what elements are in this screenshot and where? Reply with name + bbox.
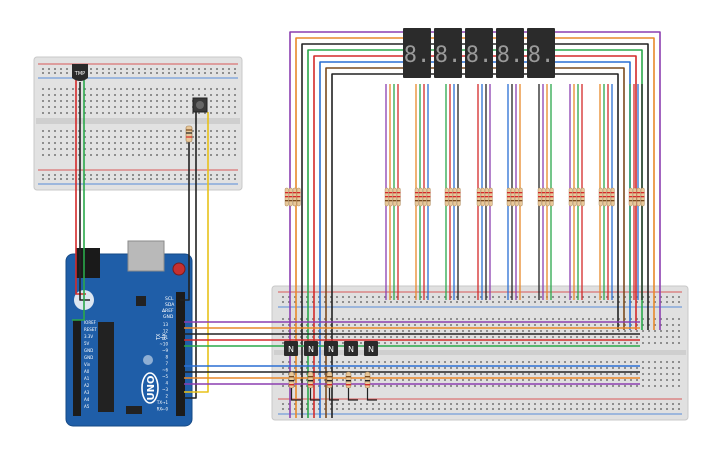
power-pin-label: GND <box>84 348 93 353</box>
digital-pin-label: ~11 <box>160 335 169 340</box>
pushbutton[interactable] <box>192 97 208 113</box>
power-pin-label: GND <box>84 355 93 360</box>
wire <box>72 78 85 321</box>
power-header <box>73 320 81 416</box>
digital-header <box>176 292 185 416</box>
small-breadboard <box>33 56 243 191</box>
base-wire <box>347 388 358 401</box>
wire <box>75 78 86 295</box>
segment-resistors <box>284 187 645 207</box>
display-digit: 8. <box>435 43 462 68</box>
arduino-board: UNO TX RX L SCL SDA AREF GND 1312~11~10~… <box>65 240 193 427</box>
tx-label: TX <box>156 333 162 341</box>
seven-segment-display <box>434 28 462 78</box>
seven-segment-display <box>527 28 555 78</box>
wire <box>184 112 209 393</box>
digital-pin-label: RX←0 <box>157 407 169 412</box>
wires <box>72 31 661 418</box>
base-wire <box>290 388 301 401</box>
transistor-label: N <box>308 345 314 354</box>
digital-pin-label: ~5 <box>162 374 168 379</box>
small-breadboard-holes <box>42 68 236 180</box>
power-pin-label: A4 <box>84 397 90 402</box>
display-digit: 8. <box>528 43 555 68</box>
transistor <box>364 341 378 356</box>
pulldown-resistor <box>185 125 193 143</box>
l-label: L <box>162 309 168 312</box>
base-wire <box>366 388 377 401</box>
power-pin-label: IOREF <box>84 320 97 325</box>
seven-segment-displays: 8.8.8.8.8. <box>403 28 555 78</box>
wire <box>79 82 90 301</box>
seven-segment-display <box>465 28 493 78</box>
transistor-label: N <box>348 345 354 354</box>
digital-pin-label: ~10 <box>160 342 169 347</box>
sda-label: SDA <box>165 302 175 308</box>
digital-pin-label: 7 <box>165 361 168 366</box>
transistor <box>304 341 318 356</box>
base-wire <box>309 388 320 401</box>
power-pin-label: A5 <box>84 404 90 409</box>
gnd-label: GND <box>163 314 174 320</box>
power-pin-label: RESET <box>84 327 97 332</box>
transistor-label: N <box>368 345 374 354</box>
power-pin-label: A1 <box>84 376 90 381</box>
digital-pin-labels: 13 12~11 ~10~9 87 ~6~5 4~3 2TX→1RX←0 <box>156 322 169 412</box>
transistor-label: N <box>328 345 334 354</box>
digital-pin-label: 2 <box>165 394 168 399</box>
digital-pin-label: 12 <box>163 329 169 334</box>
temperature-sensor: TMP <box>72 64 88 81</box>
base-resistors <box>288 371 377 401</box>
base-wire <box>328 388 339 401</box>
usb-connector <box>127 240 165 272</box>
rx-label: RX <box>162 333 168 340</box>
large-breadboard <box>271 285 689 421</box>
power-pin-label: 5V <box>84 341 90 346</box>
digital-pin-label: 8 <box>165 355 168 360</box>
digital-pin-label: 13 <box>163 322 169 327</box>
display-digit: 8. <box>404 43 431 68</box>
power-pin-label: 3.3V <box>84 334 93 339</box>
scl-label: SCL <box>165 296 174 302</box>
digital-pin-label: TX→1 <box>156 400 169 405</box>
transistor <box>344 341 358 356</box>
power-pin-label: A0 <box>84 369 90 374</box>
reset-button[interactable] <box>172 262 186 276</box>
digital-pin-label: ~6 <box>162 368 168 373</box>
wire <box>180 142 190 301</box>
power-pin-label: A3 <box>84 390 90 395</box>
transistor-label: N <box>288 345 294 354</box>
seven-segment-display <box>403 28 431 78</box>
power-pin-label: Vin <box>84 362 91 367</box>
digital-pin-label: 4 <box>165 381 168 386</box>
display-digit: 8. <box>466 43 493 68</box>
aref-label: AREF <box>162 308 174 314</box>
uno-logo: UNO <box>146 376 157 401</box>
wire <box>184 112 197 399</box>
digital-pin-label: ~3 <box>162 387 168 392</box>
seven-segment-display <box>496 28 524 78</box>
tmp-label: TMP <box>74 71 85 77</box>
transistor <box>284 341 298 356</box>
display-digit: 8. <box>497 43 524 68</box>
microcontroller-chip <box>98 322 114 412</box>
power-pin-label: A2 <box>84 383 90 388</box>
digital-pin-label: ~9 <box>162 348 168 353</box>
transistor <box>324 341 338 356</box>
